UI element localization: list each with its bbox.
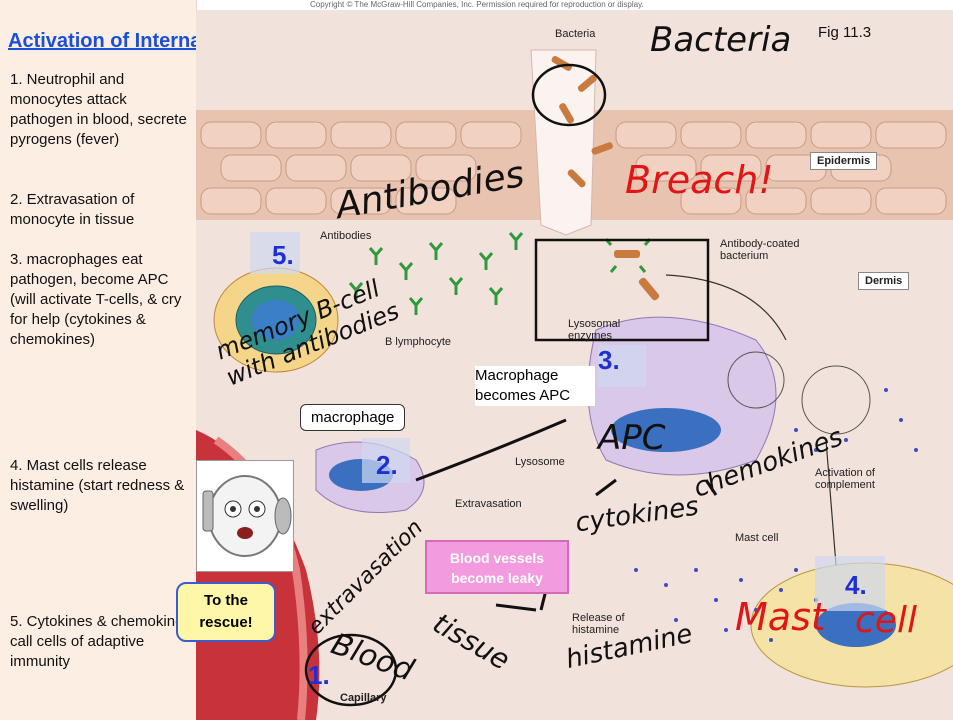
label-antibody-coated: Antibody-coated bacterium — [720, 238, 830, 262]
macrophage-becomes-apc: Macrophage becomes APC — [475, 366, 595, 406]
marker-5: 5. — [272, 240, 294, 271]
label-extravasation: Extravasation — [455, 498, 522, 510]
step-3: 3. macrophages eat pathogen, become APC … — [10, 250, 192, 350]
leaky-vessels-callout: Blood vessels become leaky — [425, 540, 569, 594]
label-activation-complement: Activation of complement — [815, 467, 905, 491]
cartoon-cell-icon — [197, 461, 293, 571]
white-blood-cell-cartoon — [196, 460, 294, 572]
marker-1: 1. — [308, 660, 330, 691]
label-dermis: Dermis — [858, 272, 909, 290]
handwritten-apc: APC — [598, 418, 666, 458]
handwritten-breach: Breach! — [625, 158, 774, 202]
macrophage-label: macrophage — [300, 404, 405, 431]
label-capillary: Capillary — [340, 692, 386, 704]
step-2: 2. Extravasation of monocyte in tissue — [10, 190, 192, 230]
handwritten-cell: cell — [855, 600, 917, 641]
step-4: 4. Mast cells release histamine (start r… — [10, 456, 192, 516]
label-antibodies: Antibodies — [320, 230, 371, 242]
handwritten-bacteria: Bacteria — [650, 20, 791, 60]
label-b-lymphocyte: B lymphocyte — [385, 336, 451, 348]
label-lysosomal: Lysosomal enzymes — [568, 318, 638, 342]
copyright-text: Copyright © The McGraw-Hill Companies, I… — [310, 0, 644, 9]
handwritten-mast: Mast — [735, 595, 826, 639]
marker-4: 4. — [845, 570, 867, 601]
marker-3: 3. — [598, 345, 620, 376]
label-mast-cell: Mast cell — [735, 532, 778, 544]
label-lysosome: Lysosome — [515, 456, 565, 468]
figure-number: Fig 11.3 — [818, 24, 871, 41]
rescue-callout: To the rescue! — [176, 582, 276, 642]
step-1: 1. Neutrophil and monocytes attack patho… — [10, 70, 192, 150]
marker-2: 2. — [376, 450, 398, 481]
label-epidermis: Epidermis — [810, 152, 877, 170]
label-bacteria: Bacteria — [555, 28, 595, 40]
step-5: 5. Cytokines & chemokines call cells of … — [10, 612, 192, 672]
